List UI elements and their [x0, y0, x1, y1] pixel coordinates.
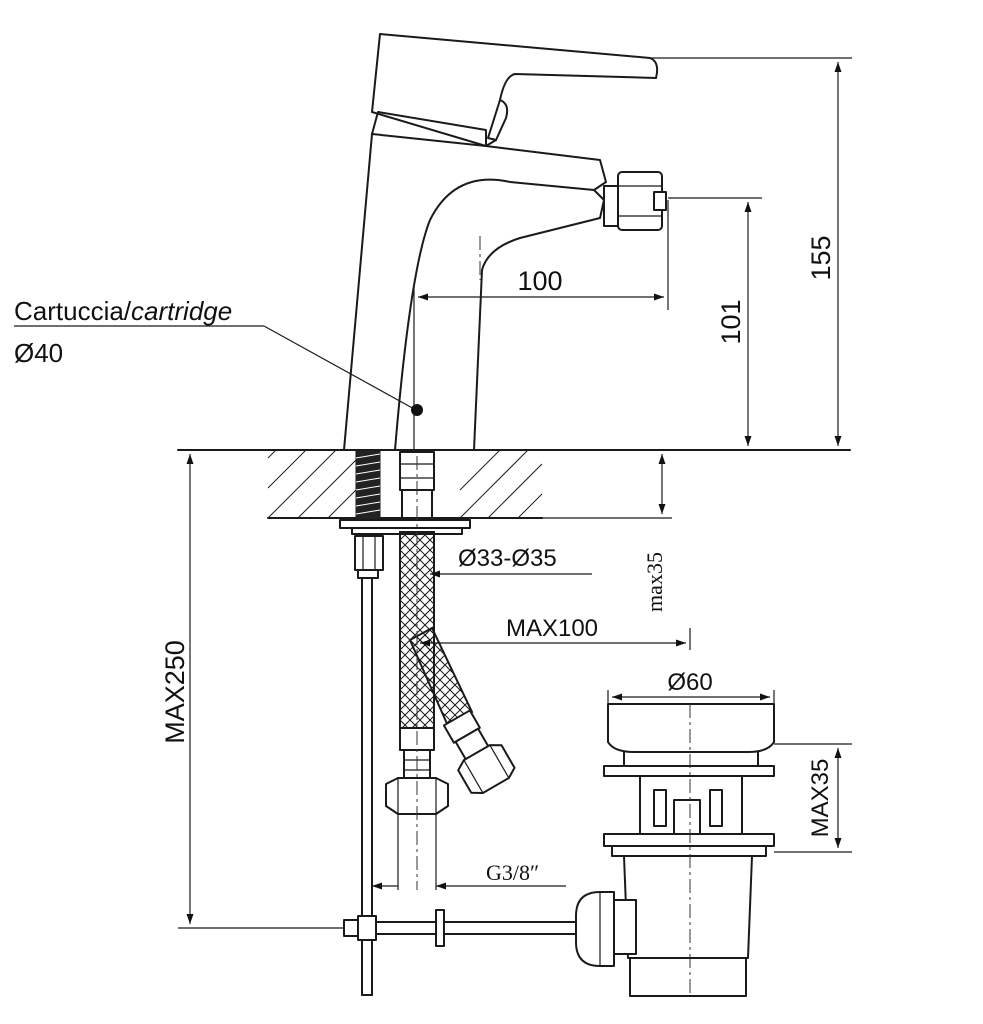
extension-lines [178, 57, 852, 929]
dim-spout-reach: 100 [517, 266, 562, 296]
dimension-labels: 155 101 100 MAX250 Ø33-Ø35 max35 MAX100 … [160, 235, 836, 885]
dim-total-height: 155 [806, 235, 836, 280]
centre-lines [416, 236, 691, 996]
deck-section [177, 449, 851, 519]
cartridge-label-en: cartridge [131, 296, 232, 326]
deck-hatching [267, 449, 543, 519]
bidet-nozzle [603, 171, 667, 231]
dim-below-deck: MAX250 [160, 640, 190, 744]
dim-spout-height: 101 [716, 299, 746, 344]
dim-hose-reach: MAX100 [506, 615, 598, 642]
dimension-lines [186, 62, 842, 924]
dim-thread: G3/8″ [486, 860, 539, 885]
flexible-hoses [385, 531, 516, 890]
cartridge-callout: Cartuccia/cartridge Ø40 [14, 296, 423, 416]
cartridge-label: Cartuccia/cartridge [14, 296, 232, 326]
lever-handle [371, 33, 659, 147]
dim-hole-diameter: Ø33-Ø35 [458, 545, 557, 572]
popup-waste [575, 703, 775, 997]
cartridge-centre-dot [411, 404, 423, 416]
faucet-body [343, 133, 667, 451]
dim-deck-thickness: max35 [642, 552, 667, 612]
cartridge-label-it: Cartuccia/ [14, 296, 132, 326]
popup-linkage [343, 909, 577, 947]
dim-waste-height: MAX35 [807, 759, 834, 838]
dim-waste-diameter: Ø60 [667, 669, 712, 696]
cartridge-diameter-label: Ø40 [14, 338, 63, 368]
